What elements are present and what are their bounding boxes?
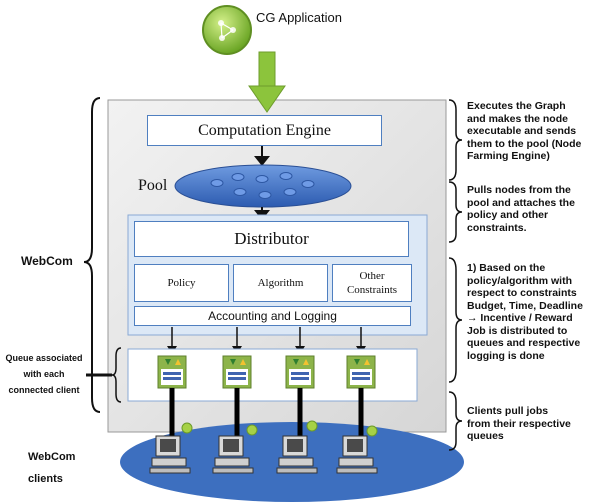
client-computers xyxy=(149,435,378,474)
queue-label: Queue associated with each connected cli… xyxy=(5,353,83,395)
policy-box: Policy xyxy=(134,264,229,302)
cg-app-icon xyxy=(202,5,252,55)
note-computation-engine: Executes the Graph and makes the node ex… xyxy=(467,100,582,162)
pool-ellipse xyxy=(174,164,352,208)
note-distributor: Pulls nodes from the pool and attaches t… xyxy=(467,184,575,234)
accounting-logging-box: Accounting and Logging xyxy=(134,306,411,326)
webcom-clients-label: WebCom clients xyxy=(28,451,76,485)
webcom-brace xyxy=(83,97,101,413)
distributor-box: Distributor xyxy=(134,221,409,257)
webcom-label: WebCom xyxy=(21,254,73,268)
cg-application-label: CG Application xyxy=(256,10,342,25)
note-clients: Clients pull jobs from their respective … xyxy=(467,405,571,442)
computation-engine-box: Computation Engine xyxy=(147,115,382,146)
algorithm-box: Algorithm xyxy=(233,264,328,302)
note-distribution: 1) Based on the policy/algorithm with re… xyxy=(467,262,583,362)
pool-label: Pool xyxy=(138,177,168,194)
other-constraints-box: Other Constraints xyxy=(332,264,412,302)
queue-icons xyxy=(157,355,376,389)
app-arrow-head xyxy=(248,85,286,113)
